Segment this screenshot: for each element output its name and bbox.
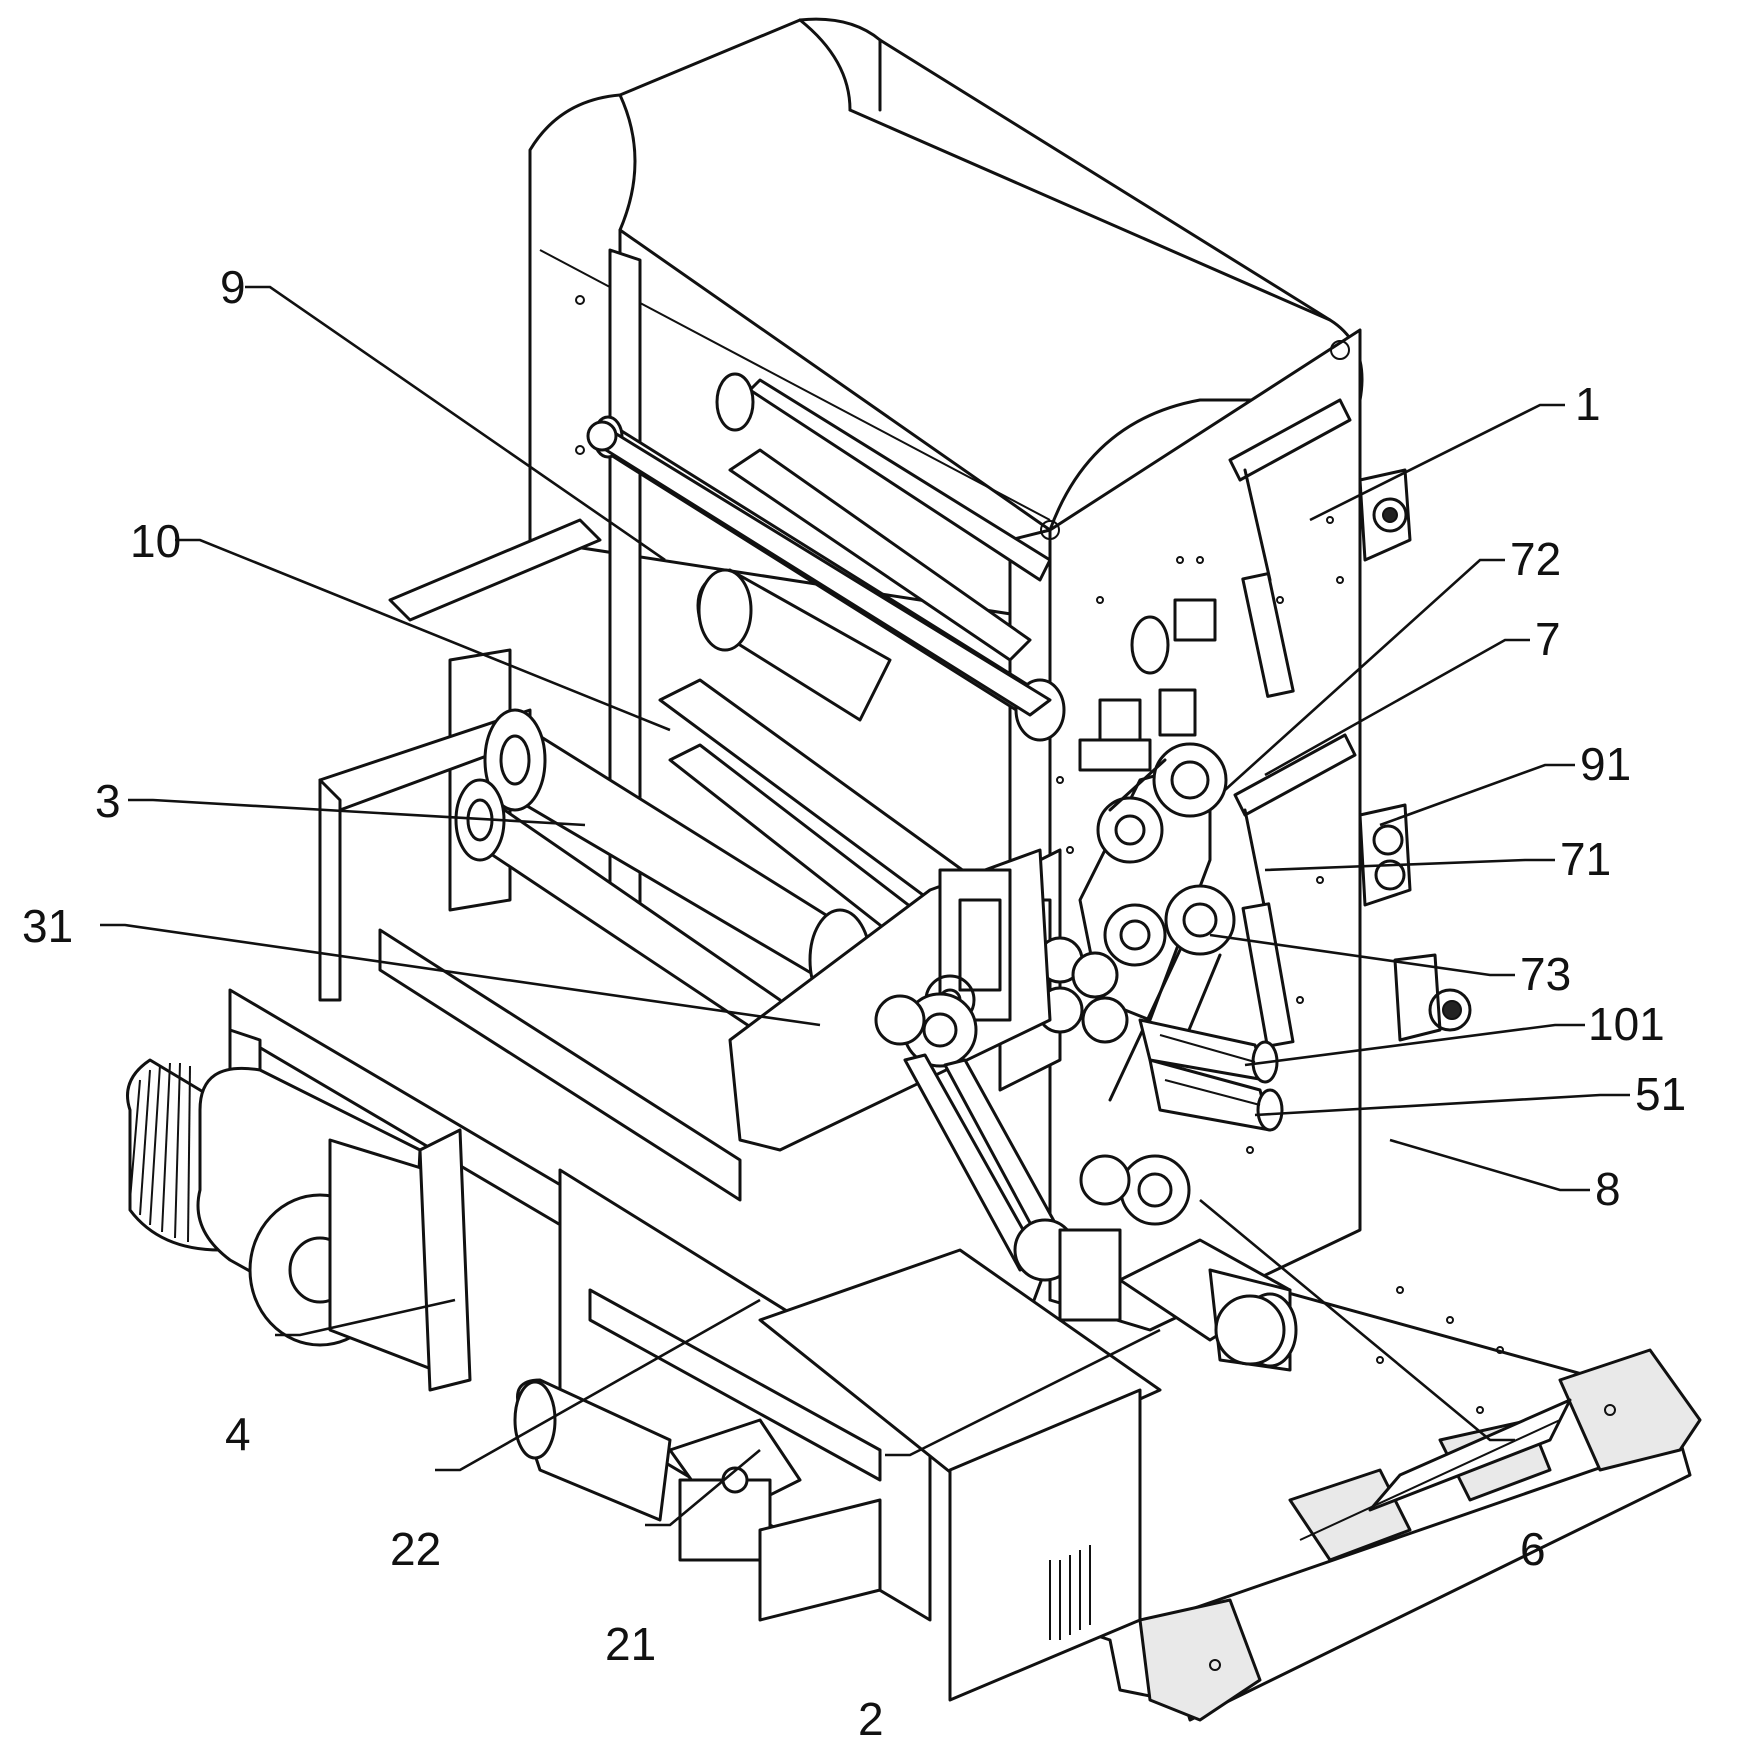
label-21: 21 (605, 1618, 656, 1670)
label-8: 8 (1595, 1163, 1621, 1215)
label-9: 9 (220, 261, 246, 313)
label-1: 1 (1575, 378, 1601, 430)
label-7: 7 (1535, 613, 1561, 665)
label-10: 10 (130, 515, 181, 567)
label-101: 101 (1588, 998, 1665, 1050)
label-4: 4 (225, 1408, 251, 1460)
label-72: 72 (1510, 533, 1561, 585)
label-51: 51 (1635, 1068, 1686, 1120)
label-31: 31 (22, 900, 73, 952)
label-22: 22 (390, 1523, 441, 1575)
mount-bracket-lower (1360, 805, 1410, 905)
label-6: 6 (1520, 1523, 1546, 1575)
label-2: 2 (858, 1693, 884, 1745)
label-3: 3 (95, 775, 121, 827)
label-73: 73 (1520, 948, 1571, 1000)
label-71: 71 (1560, 833, 1611, 885)
label-91: 91 (1580, 738, 1631, 790)
